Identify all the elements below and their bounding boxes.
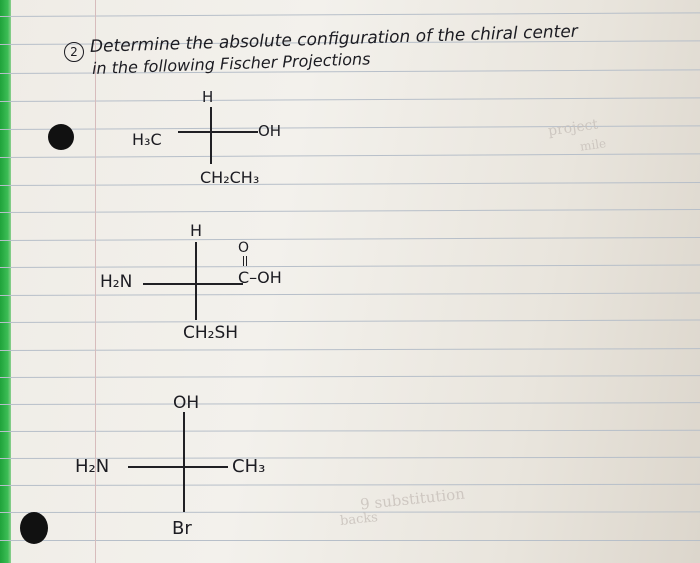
ruled-line: [0, 540, 700, 541]
fischer-3-left-group: H₂N: [75, 456, 110, 477]
ruled-line: [0, 483, 700, 486]
fischer-1-right-group: OH: [258, 122, 282, 140]
fischer-3-bottom-group: Br: [172, 518, 192, 539]
fischer-3-right-group: CH₃: [232, 456, 266, 477]
fischer-2-bottom-group: CH₂SH: [183, 323, 239, 343]
ruled-line: [0, 208, 700, 213]
ruled-line: [0, 153, 700, 158]
ruled-line: [0, 12, 700, 17]
ruled-line: [0, 348, 700, 351]
fischer-2-vertical-bond: [195, 242, 197, 320]
ruled-line: [0, 264, 700, 268]
ruled-line: [0, 429, 700, 432]
fischer-3-vertical-bond: [183, 412, 185, 512]
fischer-2-top-group: H: [190, 221, 203, 240]
fischer-3-top-group: OH: [173, 393, 200, 413]
binder-hole: [20, 512, 48, 544]
green-binding-edge: [0, 0, 11, 563]
fischer-2-left-group: H₂N: [100, 272, 133, 292]
ruled-line: [0, 402, 700, 405]
margin-line: [95, 0, 96, 563]
ruled-line: [0, 292, 700, 296]
fischer-1-horizontal-bond: [178, 131, 258, 133]
ruled-line: [0, 181, 700, 186]
fischer-2-right-group: C–OH: [238, 268, 282, 287]
question-number-badge: 2: [64, 42, 84, 62]
fischer-2-carbonyl-double-bond: [243, 256, 244, 266]
fischer-3-horizontal-bond: [128, 466, 228, 468]
ruled-line: [0, 319, 700, 323]
bleed-through-text: 9 substitution: [359, 484, 466, 514]
fischer-1-top-group: H: [202, 88, 214, 106]
fischer-1-left-group: H₃C: [132, 130, 162, 149]
ruled-line: [0, 236, 700, 241]
question-number: 2: [70, 45, 78, 59]
bleed-through-text: mile: [579, 136, 608, 154]
bleed-through-text: backs: [339, 510, 379, 529]
ruled-line: [0, 375, 700, 378]
fischer-1-vertical-bond: [210, 107, 212, 164]
fischer-1-bottom-group: CH₂CH₃: [200, 168, 260, 187]
bleed-through-text: project: [547, 116, 600, 140]
ruled-line: [0, 97, 700, 102]
fischer-2-carbonyl-oxygen: O: [238, 240, 250, 256]
fischer-2-horizontal-bond: [143, 283, 243, 285]
binder-hole: [48, 124, 74, 150]
